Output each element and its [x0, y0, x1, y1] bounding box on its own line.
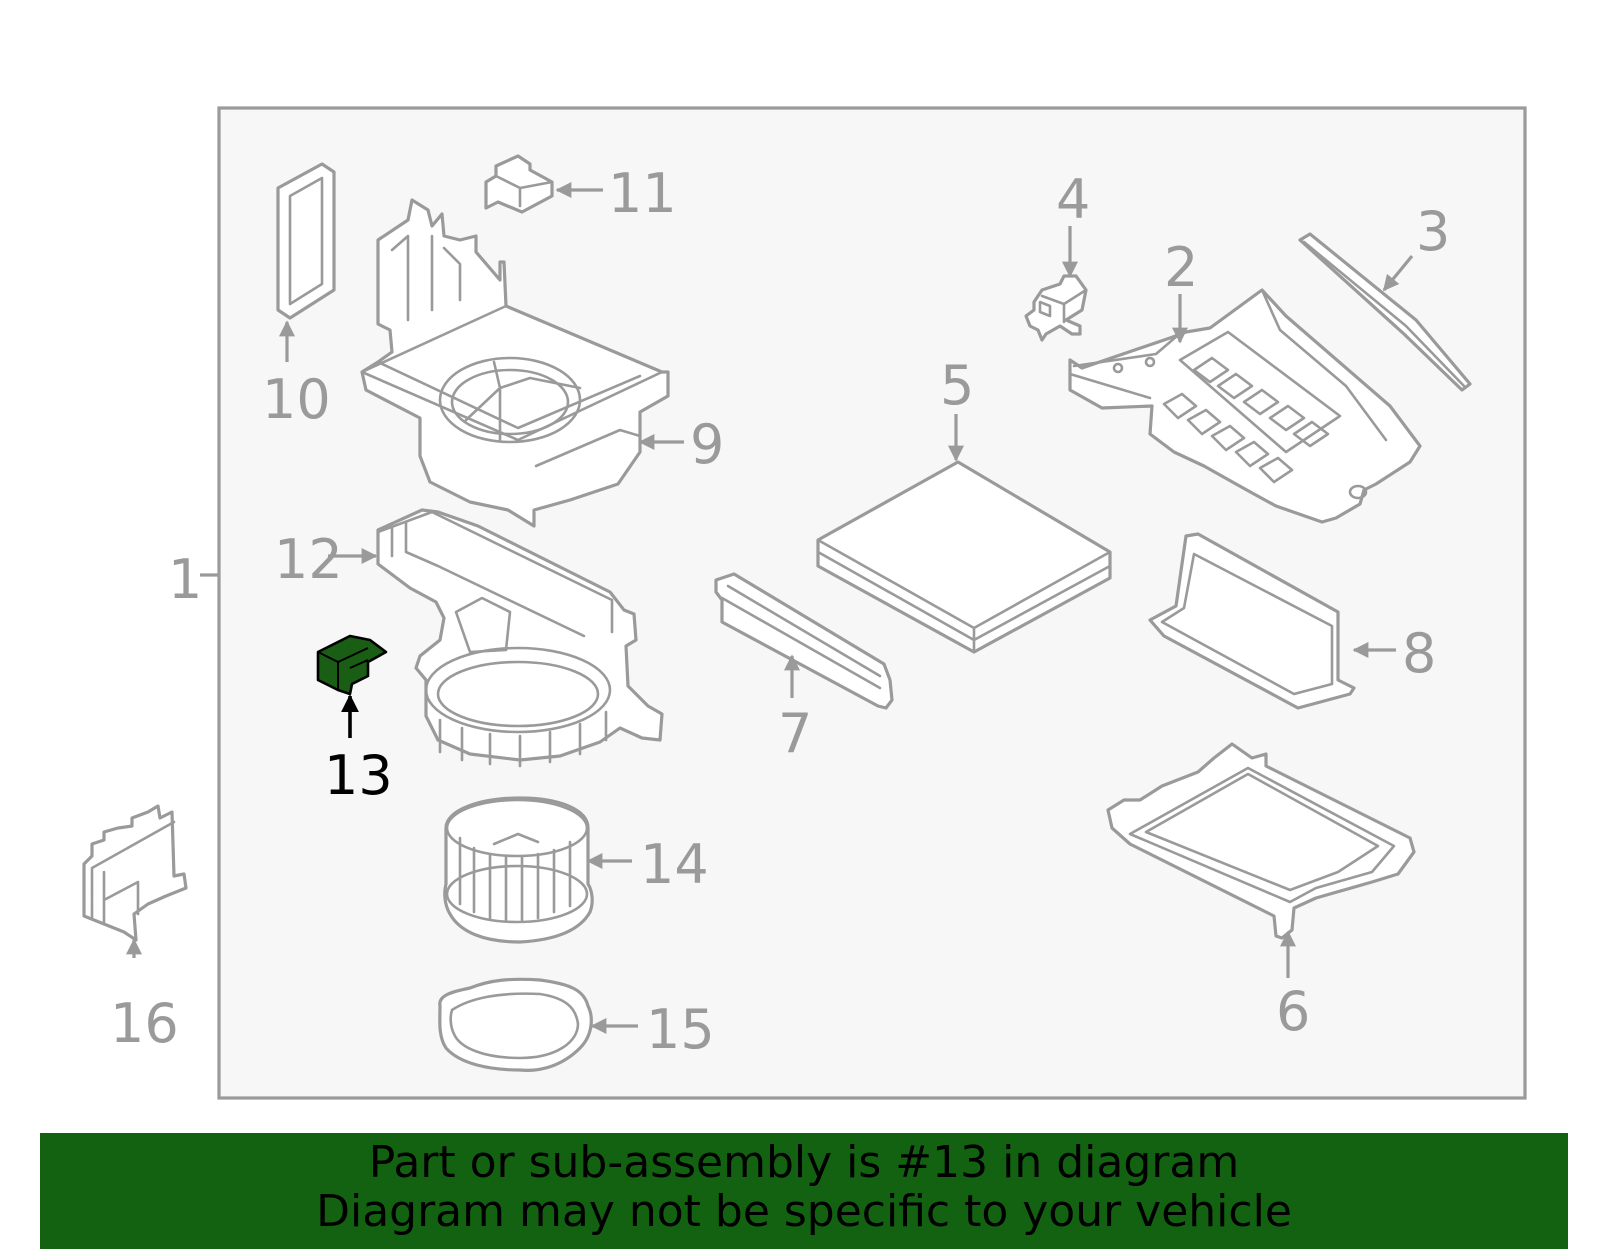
banner-line-2: Diagram may not be specific to your vehi… [316, 1186, 1292, 1237]
banner-line-1: Part or sub-assembly is #13 in diagram [368, 1137, 1240, 1188]
callout-14-label: 14 [640, 833, 709, 896]
callout-9-label: 9 [690, 413, 724, 476]
callout-12-label: 12 [274, 528, 343, 591]
part-2[interactable]: 2 [1068, 236, 1422, 524]
part-3[interactable]: 3 [1298, 200, 1472, 392]
callout-3-label: 3 [1416, 200, 1450, 263]
part-12[interactable]: 12 [274, 508, 664, 768]
callout-8-label: 8 [1402, 622, 1436, 685]
callout-16-label: 16 [110, 992, 179, 1055]
part-1[interactable]: 1 [168, 548, 219, 611]
callout-15-label: 15 [646, 998, 715, 1061]
part-13[interactable]: 13 [316, 634, 393, 807]
part-5[interactable]: 5 [816, 354, 1112, 654]
callout-11-label: 11 [608, 162, 677, 225]
part-7[interactable]: 7 [714, 572, 894, 765]
part-10[interactable]: 10 [262, 162, 336, 431]
callout-13-label: 13 [324, 744, 393, 807]
callout-7-label: 7 [778, 702, 812, 765]
part-8[interactable]: 8 [1148, 532, 1436, 710]
callout-5-label: 5 [940, 354, 974, 417]
callout-2-label: 2 [1164, 236, 1198, 299]
part-6[interactable]: 6 [1106, 742, 1416, 1043]
part-14[interactable]: 14 [443, 796, 709, 944]
callout-10-label: 10 [262, 368, 331, 431]
part-11[interactable]: 11 [484, 154, 677, 225]
part-15[interactable]: 15 [438, 977, 715, 1072]
callout-4-label: 4 [1056, 168, 1090, 231]
part-16[interactable]: 16 [82, 804, 188, 1055]
callout-1-label: 1 [168, 548, 202, 611]
part-4[interactable]: 4 [1024, 168, 1090, 342]
part-9[interactable]: 9 [360, 198, 724, 528]
callout-6-label: 6 [1276, 980, 1310, 1043]
part-info-banner: Part or sub-assembly is #13 in diagram D… [40, 1133, 1568, 1249]
